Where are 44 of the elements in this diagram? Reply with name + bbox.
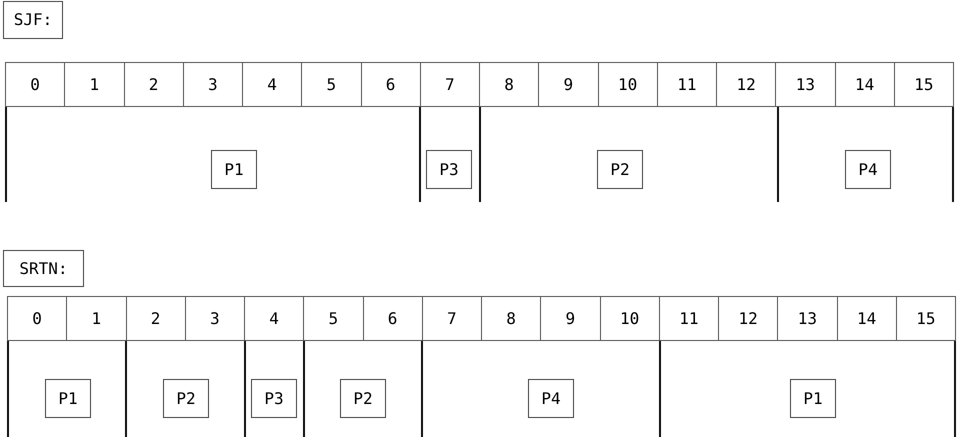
time-slot-cell: 5 xyxy=(303,296,364,341)
process-label: P3 xyxy=(426,150,472,189)
time-slot-cell: 2 xyxy=(124,62,184,107)
time-slot-cell: 3 xyxy=(182,62,243,107)
time-slot-cell: 11 xyxy=(658,296,719,341)
time-slot-cell: 10 xyxy=(600,296,660,341)
time-slot-cell: 7 xyxy=(420,62,480,107)
time-slot-cell: 8 xyxy=(479,62,540,107)
time-slot-cell: 4 xyxy=(242,62,302,107)
time-slot-cell: 12 xyxy=(716,62,776,107)
time-slot-cell: 1 xyxy=(66,296,126,341)
process-label: P1 xyxy=(211,150,257,189)
process-label: P4 xyxy=(845,150,891,189)
time-slot-cell: 7 xyxy=(422,296,482,341)
time-slot-cell: 6 xyxy=(362,296,423,341)
time-slot-cell: 1 xyxy=(64,62,124,107)
time-slot-cell: 0 xyxy=(7,296,68,341)
time-slot-cell: 15 xyxy=(896,296,956,341)
time-slot-cell: 8 xyxy=(481,296,542,341)
algorithm-label: SRTN: xyxy=(3,250,84,287)
time-slot-cell: 10 xyxy=(598,62,658,107)
algorithm-label: SJF: xyxy=(3,1,63,39)
process-label: P1 xyxy=(790,379,836,418)
process-label: P2 xyxy=(163,379,209,418)
process-label: P2 xyxy=(340,379,386,418)
process-label: P4 xyxy=(528,379,574,418)
time-slot-cell: 13 xyxy=(777,296,838,341)
time-slot-cell: 13 xyxy=(775,62,836,107)
time-slot-cell: 9 xyxy=(538,62,598,107)
time-slot-cell: 15 xyxy=(894,62,954,107)
time-slot-cell: 0 xyxy=(5,62,66,107)
time-slot-cell: 5 xyxy=(301,62,362,107)
time-slot-cell: 4 xyxy=(244,296,304,341)
process-label: P1 xyxy=(45,379,91,418)
process-label: P3 xyxy=(251,379,297,418)
time-slot-cell: 12 xyxy=(718,296,778,341)
process-label: P2 xyxy=(597,150,643,189)
time-slot-cell: 2 xyxy=(126,296,186,341)
time-slot-cell: 11 xyxy=(656,62,717,107)
time-slot-cell: 6 xyxy=(360,62,421,107)
time-slot-cell: 14 xyxy=(834,62,895,107)
time-slot-cell: 3 xyxy=(184,296,245,341)
time-slot-cell: 9 xyxy=(540,296,600,341)
time-slot-cell: 14 xyxy=(836,296,897,341)
